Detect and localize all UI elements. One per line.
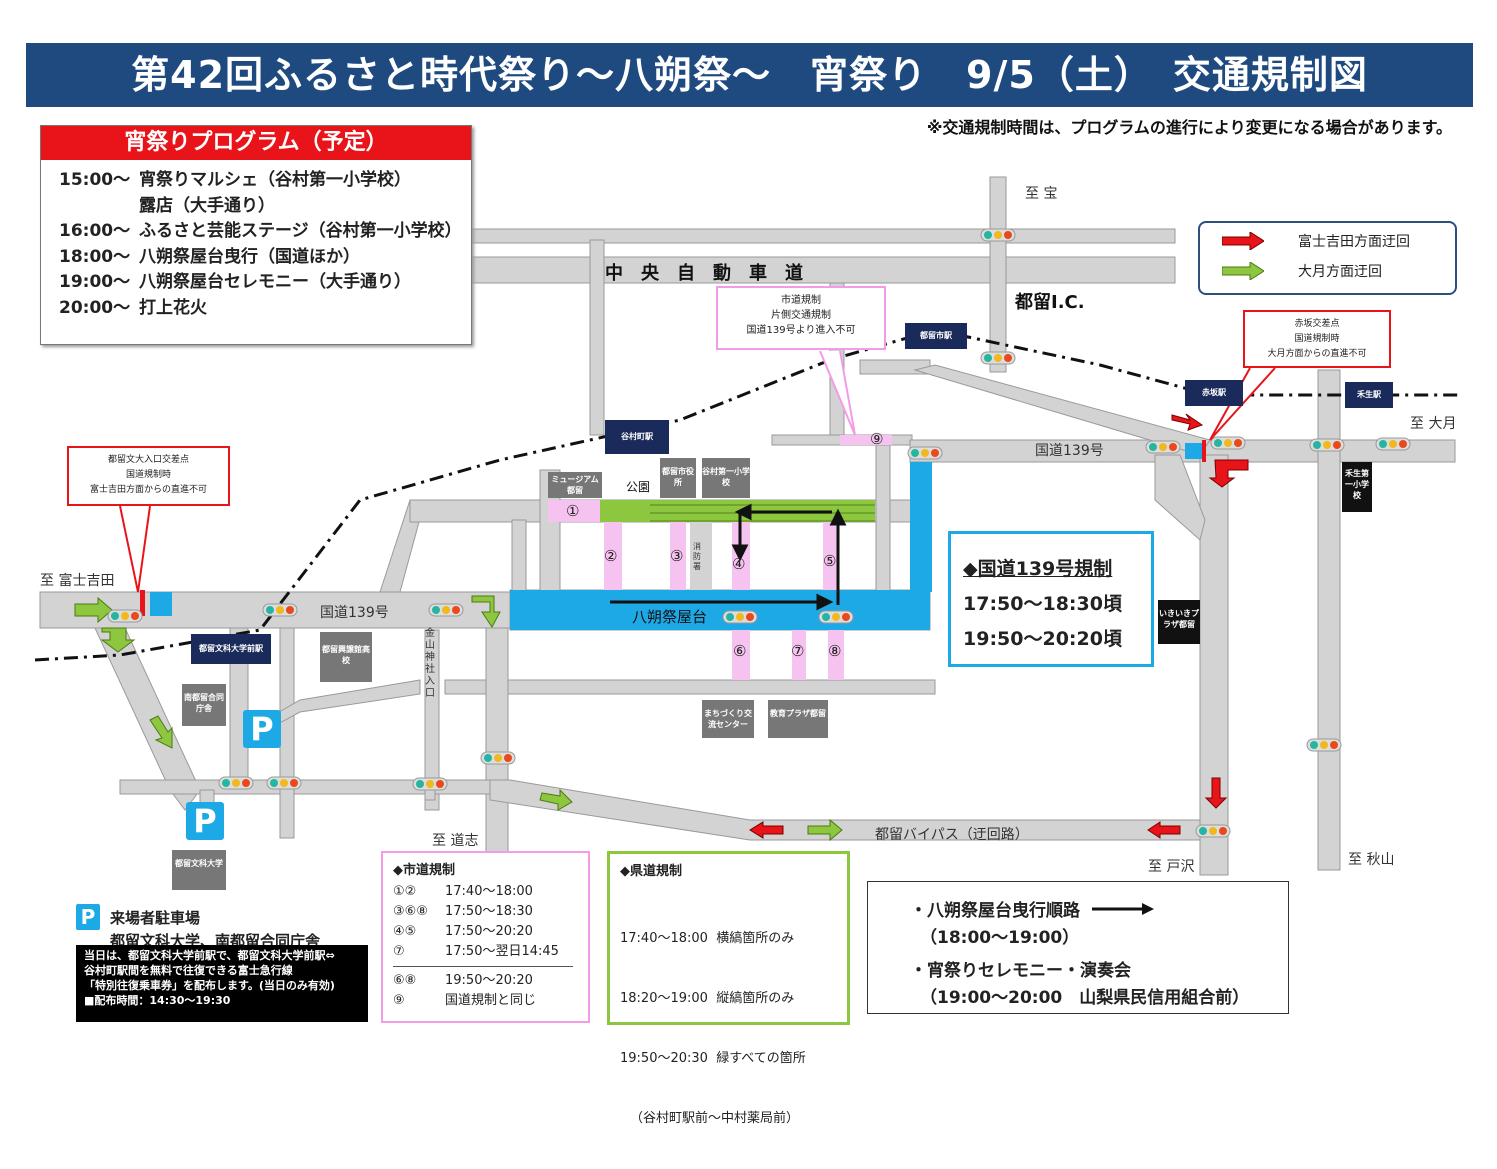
pref-regulation-box: ◆県道規制 17:40〜18:00 横縞箇所のみ 18:20〜19:00 縦縞箇…	[607, 851, 850, 1126]
program-box: 宵祭りプログラム（予定） 15:00〜宵祭りマルシェ（谷村第一小学校） 露店（大…	[40, 125, 472, 345]
shuttle-notice: 当日は、都留文科大学前駅で、都留文科大学前駅⇔ 谷村町駅間を無料で往復できる富士…	[76, 945, 368, 1022]
route-legend-box: ・八朔祭屋台曳行順路 （18:00〜19:00） ・宵祭りセレモニー・演奏会 （…	[867, 881, 1289, 1014]
traffic-signals	[107, 228, 1411, 838]
bunka-daigakumae-station: 都留文科大学前駅	[191, 634, 271, 664]
reg-number-5: ⑤	[823, 552, 837, 570]
bunkadai-callout: 都留文大入口交差点 国道規制時 富士吉田方面からの直進不可	[67, 446, 230, 506]
detour-legend: 富士吉田方面迂回 大月方面迂回	[1198, 221, 1457, 295]
red-arrow-icon	[1222, 232, 1264, 250]
bunka-univ-building: 都留文科大学	[172, 850, 226, 890]
reg-number-2: ②	[604, 547, 618, 565]
program-header: 宵祭りプログラム（予定）	[41, 126, 471, 160]
traffic-map	[34, 176, 1460, 879]
detour-green-arrows	[74, 595, 843, 842]
parking-icon: P	[76, 904, 100, 930]
parking-icon: P	[243, 710, 281, 748]
city-reg-callout: 市道規制 片側交通規制 国道139号より進入不可	[716, 286, 886, 350]
program-row: 16:00〜ふるさと芸能ステージ（谷村第一小学校）	[59, 221, 462, 241]
kokudo-regulated-section	[510, 590, 930, 630]
machizukuri-building: まちづくり交流センター	[702, 700, 754, 738]
chuo-expressway-label: 中 央 自 動 車 道	[605, 263, 803, 284]
reg-number-9: ⑨	[870, 430, 884, 448]
minami-office-building: 南都留合同庁舎	[182, 684, 226, 726]
program-row: 19:00〜八朔祭屋台セレモニー（大手通り）	[59, 272, 411, 292]
reg-number-6: ⑥	[733, 642, 747, 660]
ikiiki-plaza-building: いきいきプラザ都留	[1158, 600, 1200, 644]
yatai-route	[610, 503, 847, 611]
to-takara-label: 至 宝	[1025, 186, 1058, 202]
pref-reg-row: （谷村町駅前〜中村薬局前）	[630, 1111, 800, 1126]
parking-legend: P 来場者駐車場 都留文科大学、南都留合同庁舎	[76, 904, 320, 951]
program-row: 露店（大手通り）	[139, 195, 275, 216]
reg-number-4: ④	[732, 555, 746, 573]
kokoku-hs-building: 都留興譲館高校	[320, 632, 372, 682]
kokudo-regulation-box: ◆国道139号規制 17:50〜18:30頃 19:50〜20:20頃	[948, 531, 1154, 667]
to-todo-label: 至 戸沢	[1148, 859, 1195, 875]
hassaku-yatai-label: 八朔祭屋台	[632, 608, 708, 626]
national-139-label: 国道139号	[1035, 443, 1104, 459]
reg-number-7: ⑦	[791, 642, 805, 660]
reg-number-8: ⑧	[828, 642, 842, 660]
tsurushi-station: 都留市駅	[905, 323, 967, 349]
pref-reg-row: 19:50〜20:30 緑すべての箇所	[620, 1051, 806, 1066]
hoki-station: 禾生駅	[1345, 382, 1393, 408]
program-row: 20:00〜打上花火	[59, 297, 207, 318]
to-michishi-label: 至 道志	[432, 833, 479, 849]
route-arrow-icon	[1092, 902, 1154, 915]
yamuracho-station: 谷村町駅	[605, 420, 669, 454]
legend-red-row: 富士吉田方面迂回	[1222, 231, 1410, 251]
road-network	[39, 176, 1456, 879]
kyoiku-plaza-building: 教育プラザ都留	[768, 700, 828, 738]
hoki-school-building: 禾生第一小学校	[1342, 462, 1372, 512]
akasaka-callout: 赤坂交差点 国道規制時 大月方面からの直進不可	[1243, 310, 1391, 368]
city-hall-building: 都留市役所	[660, 458, 696, 498]
tsuru-ic-label: 都留I.C.	[1015, 292, 1085, 313]
to-otsuki-label: 至 大月	[1410, 416, 1457, 432]
to-akiyama-label: 至 秋山	[1348, 852, 1395, 868]
reg-number-1: ①	[566, 502, 580, 520]
kanayama-shrine-label: 金山神社入口	[425, 628, 435, 699]
yamura-school-building: 谷村第一小学校	[702, 458, 750, 498]
green-arrow-icon	[1222, 262, 1264, 280]
program-row: 15:00〜宵祭りマルシェ（谷村第一小学校）	[59, 170, 411, 190]
parking-icon: P	[186, 802, 224, 840]
park-label: 公園	[626, 480, 651, 494]
fire-station-label: 消防署	[693, 542, 701, 571]
bypass-label: 都留バイパス（迂回路）	[875, 827, 1029, 843]
city-regulated-roads	[548, 435, 892, 680]
pref-reg-row: 18:20〜19:00 縦縞箇所のみ	[620, 991, 795, 1006]
national-139-label: 国道139号	[320, 605, 389, 621]
museum-building: ミュージアム都留	[548, 472, 602, 498]
page-title: 第42回ふるさと時代祭り〜八朔祭〜 宵祭り 9/5（土） 交通規制図	[26, 43, 1473, 107]
to-fujiyoshida-label: 至 富士吉田	[40, 573, 115, 589]
akasaka-station: 赤坂駅	[1185, 380, 1243, 406]
schedule-change-note: ※交通規制時間は、プログラムの進行により変更になる場合があります。	[926, 118, 1452, 137]
pref-reg-row: 17:40〜18:00 横縞箇所のみ	[620, 931, 795, 946]
program-row: 18:00〜八朔祭屋台曳行（国道ほか）	[59, 246, 360, 267]
detour-red-arrows	[749, 413, 1249, 839]
legend-green-row: 大月方面迂回	[1222, 261, 1382, 281]
reg-number-3: ③	[670, 547, 684, 565]
